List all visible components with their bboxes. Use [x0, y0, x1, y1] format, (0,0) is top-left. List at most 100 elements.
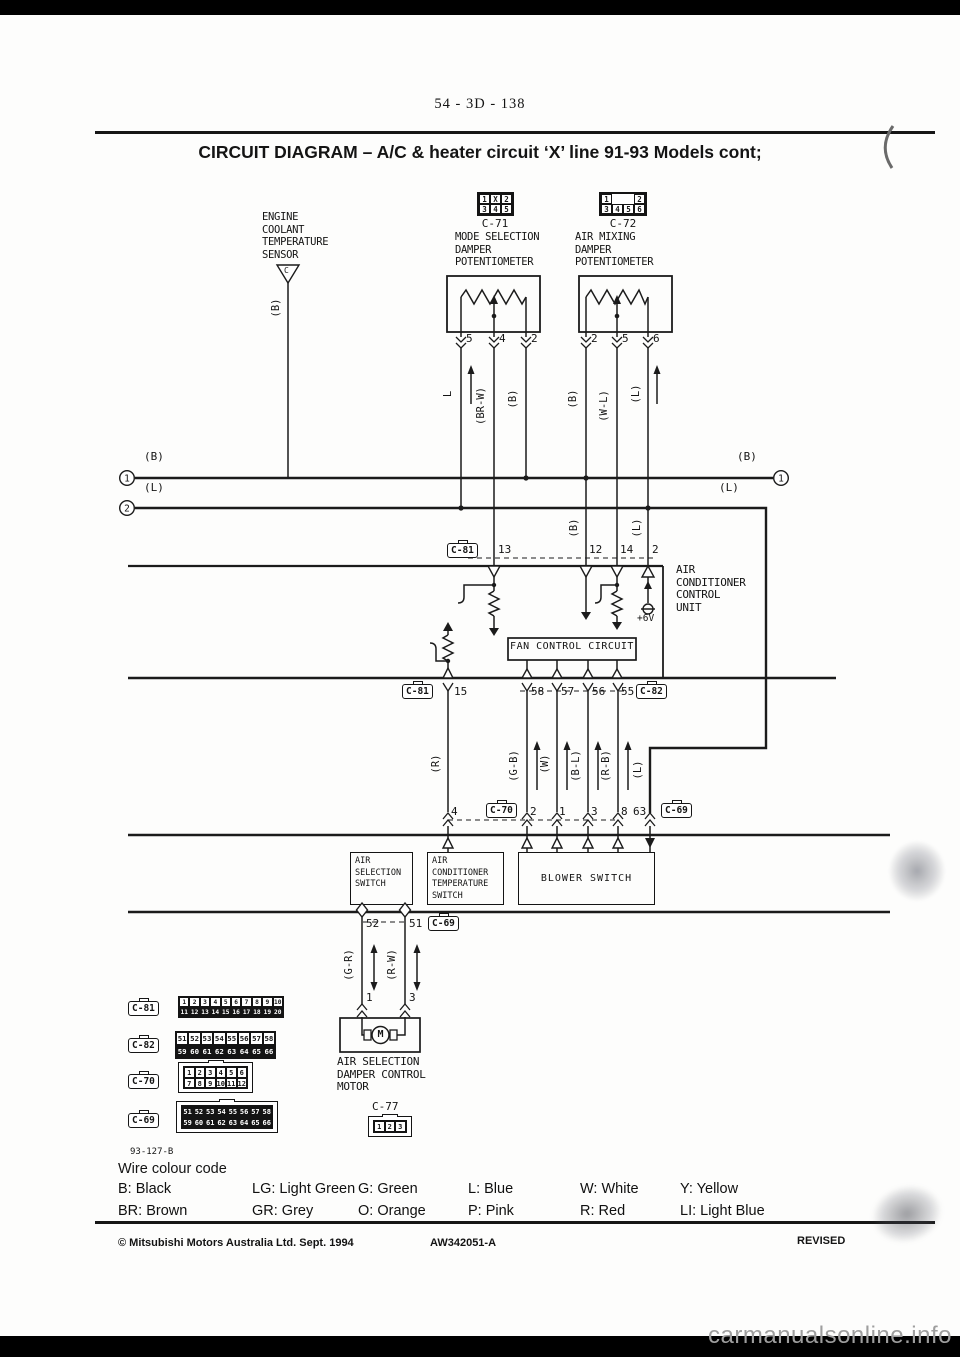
- blower-switch: BLOWER SWITCH: [518, 852, 655, 905]
- c81-pin15: 15: [454, 685, 468, 698]
- pin-cell: 5: [220, 997, 231, 1007]
- engine-coolant-sensor-label: ENGINE COOLANT TEMPERATURE SENSOR: [262, 211, 329, 261]
- legend-entry: G: Green: [358, 1181, 418, 1197]
- pin-cell: 2: [194, 1067, 205, 1078]
- c81-pin2: 2: [652, 543, 659, 556]
- c77-pin3: 3: [409, 991, 416, 1004]
- pin-cell: 4: [210, 997, 221, 1007]
- terminal-2-left: 2: [124, 504, 130, 515]
- terminal-1-right: 1: [778, 474, 784, 485]
- c77-pin1: 1: [366, 991, 373, 1004]
- legend-entry: Y: Yellow: [680, 1181, 739, 1197]
- air-selection-switch: AIR SELECTION SWITCH: [350, 852, 413, 905]
- pin-cell: 3: [601, 204, 612, 214]
- pin-cell: 15: [220, 1007, 231, 1017]
- pin-cell: 65: [249, 1117, 262, 1128]
- pin-cell: 55: [225, 1032, 238, 1045]
- pin-cell: 63: [227, 1117, 239, 1128]
- footer-rule: [95, 1221, 935, 1224]
- wire-color-r: (R): [430, 754, 442, 774]
- pin-cell: 3: [479, 204, 490, 214]
- wire-color-l: L: [442, 390, 454, 398]
- pin-cell: 19: [262, 1007, 273, 1017]
- wire-color-g-b: (G-B): [508, 750, 520, 782]
- pin-cell: 61: [200, 1045, 214, 1058]
- pin-cell: 8: [251, 997, 263, 1007]
- bus-l-label-right: (L): [719, 481, 739, 494]
- pin-cell: 13: [199, 1007, 211, 1017]
- pin-cell: 53: [200, 1032, 214, 1045]
- pin-cell: 1: [601, 194, 612, 204]
- c81-pin14: 14: [620, 543, 634, 556]
- pin-cell: 10: [215, 1077, 226, 1088]
- legend-entry: R: Red: [580, 1203, 626, 1219]
- legend-entry: W: White: [580, 1181, 639, 1197]
- c82-pin58: 58: [531, 685, 545, 698]
- c69-layout-tag: C-69: [128, 1110, 159, 1128]
- pin-cell: 57: [249, 1106, 262, 1117]
- airmix-pot-label: AIR MIXING DAMPER POTENTIOMETER: [575, 231, 654, 268]
- pin-cell: 6: [230, 997, 242, 1007]
- pin-cell: 16: [230, 1007, 242, 1017]
- pin-cell: 2: [634, 194, 645, 204]
- pin-cell: 64: [238, 1117, 250, 1128]
- watermark-text: carmanualsonline.info: [708, 1322, 952, 1349]
- copyright-text: © Mitsubishi Motors Australia Ltd. Sept.…: [118, 1237, 354, 1249]
- page-number: 54 - 3D - 138: [434, 96, 526, 112]
- c72-pin6: 6: [653, 332, 660, 345]
- header-rule: [95, 131, 935, 134]
- c82-pin56: 56: [592, 685, 606, 698]
- wire-colour-code-title: Wire colour code: [118, 1161, 227, 1177]
- c70-pin3: 3: [591, 805, 598, 818]
- pin-cell: 6: [236, 1067, 247, 1078]
- pin-cell: 11: [226, 1077, 237, 1088]
- bus-l-label-left: (L): [144, 481, 164, 494]
- pin-cell: 2: [189, 997, 200, 1007]
- wire-color-br-w: (BR-W): [475, 387, 487, 425]
- legend-entry: LI: Light Blue: [680, 1203, 765, 1219]
- c71-pin4: 4: [499, 332, 506, 345]
- c82-layout-tag: C-82: [128, 1035, 159, 1053]
- pin-cell: 5: [623, 204, 634, 214]
- ac-temperature-switch: AIR CONDITIONER TEMPERATURE SWITCH: [427, 852, 504, 905]
- pin-cell: 53: [204, 1106, 216, 1117]
- wire-color-l2: (L): [630, 384, 642, 404]
- wire-color-r-b: (R-B): [600, 750, 612, 782]
- pin-cell: 66: [262, 1045, 276, 1058]
- c69-pin51: 51: [409, 917, 423, 930]
- pin-cell: 14: [210, 1007, 221, 1017]
- pin-cell: 17: [241, 1007, 252, 1017]
- c77-id: C-77: [372, 1100, 399, 1113]
- pin-cell: 52: [193, 1106, 205, 1117]
- wires: [128, 275, 890, 1053]
- bus-b-label-right: (B): [737, 450, 757, 463]
- wire-color-b3: (B): [568, 518, 580, 538]
- pin-cell: 12: [189, 1007, 200, 1017]
- pin-cell: 62: [215, 1117, 228, 1128]
- pin-cell: 7: [241, 997, 252, 1007]
- c82-tag: C-82: [636, 681, 667, 699]
- pin-cell: 63: [225, 1045, 238, 1058]
- legend-entry: P: Pink: [468, 1203, 514, 1219]
- pin-cell: 54: [215, 1106, 228, 1117]
- pin-cell: 1: [184, 1067, 195, 1078]
- c81-tag-top: C-81: [447, 540, 478, 558]
- c70-pin2: 2: [530, 805, 537, 818]
- pin-cell: 20: [272, 1007, 283, 1017]
- c70-pin1: 1: [559, 805, 566, 818]
- pin-cell: 4: [490, 204, 501, 214]
- pin-cell: 51: [182, 1106, 194, 1117]
- air-selection-damper-motor-label: AIR SELECTION DAMPER CONTROL MOTOR: [337, 1055, 426, 1093]
- pot-terminals: [455, 336, 654, 349]
- pin-cell: 66: [261, 1117, 273, 1128]
